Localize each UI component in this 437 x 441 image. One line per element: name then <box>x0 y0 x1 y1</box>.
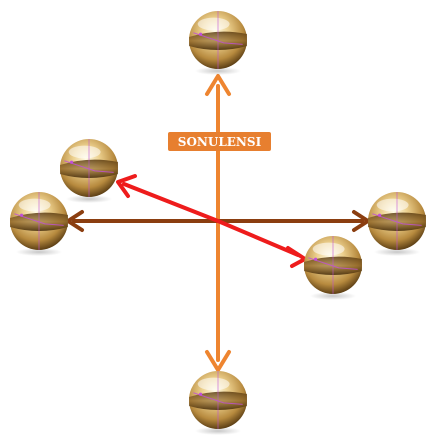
label-text: SONULENSI <box>178 135 262 149</box>
orb-bottom <box>189 371 247 435</box>
arrow-up-head <box>205 74 231 96</box>
orb-lower-right-highlight <box>312 242 345 256</box>
orb-upper-left <box>60 139 118 203</box>
orb-left-highlight <box>18 198 51 212</box>
orb-bottom-dot <box>199 392 203 396</box>
orb-top <box>189 11 247 75</box>
arrow-lower-right <box>216 219 300 257</box>
orb-lower-right-shadow <box>309 292 357 300</box>
orb-top-shadow <box>194 67 242 75</box>
arrow-lower-right-head <box>286 246 307 268</box>
orb-upper-left-shadow <box>65 195 113 203</box>
arrow-upper-left-head <box>116 174 137 198</box>
orb-right-shadow <box>373 248 421 256</box>
orb-right-highlight <box>376 198 409 212</box>
orb-upper-left-dot <box>70 160 74 164</box>
orb-lower-right-line <box>308 257 358 270</box>
arrow-layer <box>66 74 370 372</box>
arrow-upper-left <box>122 182 220 223</box>
orb-right <box>368 192 426 256</box>
sonulensi-label: SONULENSI <box>168 132 271 151</box>
orb-left-dot <box>20 213 24 217</box>
orb-right-dot <box>378 213 382 217</box>
orb-bottom-highlight <box>197 377 230 391</box>
orb-left-line <box>14 213 64 226</box>
orb-top-dot <box>199 32 203 36</box>
orb-left-shadow <box>15 248 63 256</box>
orb-lower-right-dot <box>314 257 318 261</box>
orb-bottom-line <box>193 392 243 405</box>
orb-top-line <box>193 32 243 45</box>
orb-right-line <box>372 213 422 226</box>
orb-upper-left-highlight <box>68 145 101 159</box>
label-background <box>168 132 271 151</box>
orb-upper-left-line <box>64 160 114 173</box>
arrow-down-head <box>205 350 231 372</box>
orb-layer <box>10 11 426 435</box>
orb-bottom-shadow <box>194 427 242 435</box>
orb-top-highlight <box>197 17 230 31</box>
orb-lower-right <box>304 236 362 300</box>
orb-left <box>10 192 68 256</box>
